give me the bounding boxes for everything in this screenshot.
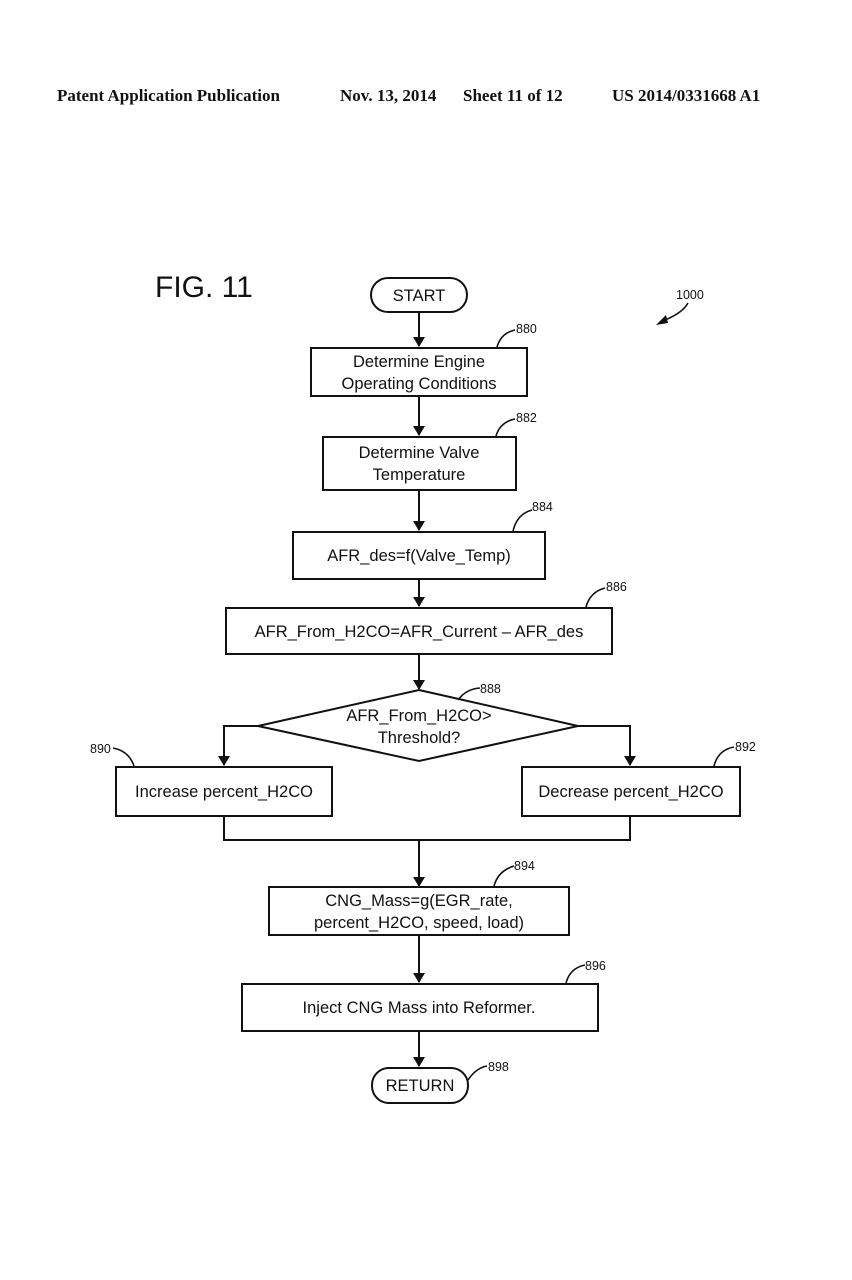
return-label: RETURN: [386, 1077, 455, 1095]
step-896: Inject CNG Mass into Reformer. 896: [241, 959, 606, 1032]
ref-leader: [467, 1065, 488, 1081]
figure-label: FIG. 11: [155, 271, 253, 304]
step-label-line: AFR_des=f(Valve_Temp): [327, 547, 511, 565]
ref-leader: [496, 329, 516, 348]
decision-label-line: AFR_From_H2CO>: [346, 707, 491, 725]
step-label-line: CNG_Mass=g(EGR_rate,: [325, 892, 513, 910]
ref-leader: [585, 587, 606, 608]
ref-number: 880: [516, 322, 537, 336]
sheet-number: Sheet 11 of 12: [463, 86, 563, 105]
publication-number: US 2014/0331668 A1: [612, 86, 761, 105]
ref-number: 1000: [676, 288, 704, 302]
ref-leader: [512, 509, 533, 532]
publication-date: Nov. 13, 2014: [340, 86, 437, 105]
step-label-line: Determine Valve: [359, 444, 480, 462]
step-label-line: Determine Engine: [353, 353, 485, 371]
return-terminal: RETURN 898: [371, 1060, 509, 1104]
step-label-line: Increase percent_H2CO: [135, 783, 313, 801]
ref-number: 886: [606, 580, 627, 594]
figure-ref-1000: 1000: [656, 288, 704, 325]
start-terminal: START: [370, 277, 468, 313]
step-label-line: percent_H2CO, speed, load): [314, 914, 524, 932]
step-892: Decrease percent_H2CO 892: [521, 740, 756, 817]
ref-leader: [495, 418, 516, 437]
ref-number: 892: [735, 740, 756, 754]
ref-number: 896: [585, 959, 606, 973]
step-882: Determine Valve Temperature 882: [322, 411, 537, 491]
merge-connector: [223, 816, 631, 841]
ref-number: 882: [516, 411, 537, 425]
ref-number: 890: [90, 742, 111, 756]
page-header: Patent Application Publication Nov. 13, …: [0, 86, 852, 112]
ref-leader: [493, 865, 515, 887]
ref-number: 894: [514, 859, 535, 873]
ref-number: 888: [480, 682, 501, 696]
ref-leader: [565, 964, 586, 984]
step-880: Determine Engine Operating Conditions 88…: [310, 322, 537, 397]
ref-number: 898: [488, 1060, 509, 1074]
connector-yes: [218, 725, 258, 766]
step-label-line: Temperature: [373, 466, 466, 484]
decision-888: AFR_From_H2CO> Threshold? 888: [257, 682, 579, 763]
decision-label-line: Threshold?: [378, 729, 461, 747]
arrowhead-icon: [656, 315, 668, 325]
publication-type: Patent Application Publication: [57, 86, 280, 105]
step-886: AFR_From_H2CO=AFR_Current – AFR_des 886: [225, 580, 627, 655]
step-884: AFR_des=f(Valve_Temp) 884: [292, 500, 553, 580]
ref-leader: [112, 747, 135, 767]
ref-leader: [713, 746, 735, 767]
step-label-line: Decrease percent_H2CO: [538, 783, 723, 801]
step-label-line: Operating Conditions: [341, 375, 496, 393]
step-890: Increase percent_H2CO 890: [90, 742, 333, 817]
start-label: START: [393, 287, 446, 305]
ref-leader: [457, 687, 481, 701]
step-label-line: Inject CNG Mass into Reformer.: [303, 999, 536, 1017]
ref-number: 884: [532, 500, 553, 514]
step-label-line: AFR_From_H2CO=AFR_Current – AFR_des: [255, 623, 584, 641]
connector-no: [578, 725, 636, 766]
